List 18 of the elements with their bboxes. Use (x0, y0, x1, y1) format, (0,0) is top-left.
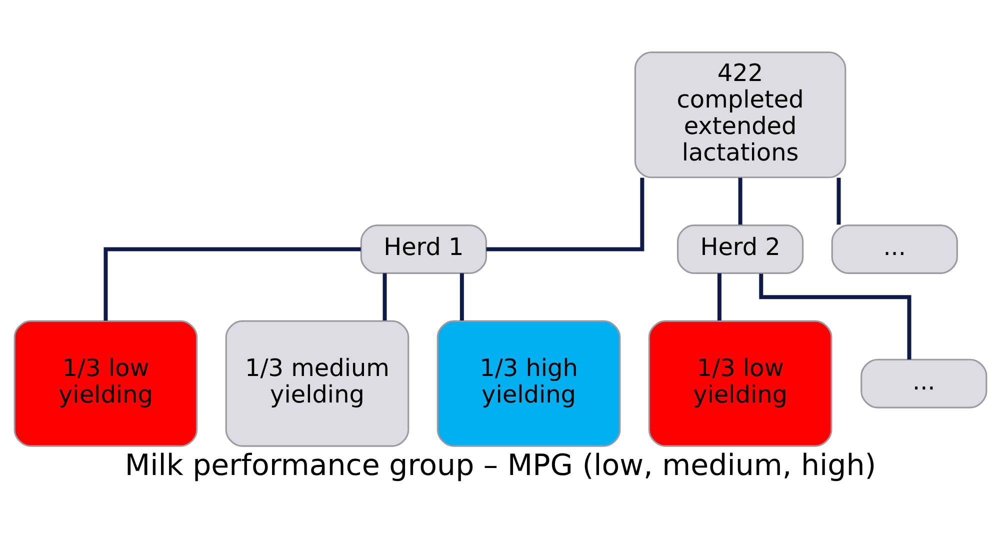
connector (716, 272, 721, 320)
caption: Milk performance group – MPG (low, medium, high) (124, 447, 876, 482)
connector (486, 177, 644, 251)
node-box: 422 completed extended lactations (634, 51, 846, 178)
connector (738, 177, 742, 224)
node-box: Herd 1 (360, 224, 486, 274)
node-box: 1/3 high yielding (436, 320, 620, 446)
connector (836, 177, 840, 224)
node-box: ... (860, 358, 987, 408)
node-box: 1/3 low yielding (648, 320, 832, 446)
connector (103, 246, 360, 320)
node-box: 1/3 medium yielding (224, 320, 409, 446)
node-box: ... (830, 224, 958, 274)
connector (758, 273, 911, 359)
node-box: Herd 2 (676, 224, 804, 274)
node-box: 1/3 low yielding (13, 320, 198, 446)
connector (459, 272, 464, 320)
connector (382, 272, 386, 320)
